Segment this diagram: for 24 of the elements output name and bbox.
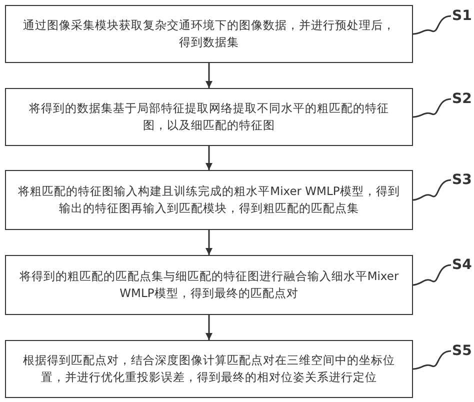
arrow: [206, 63, 212, 88]
process-box: [5, 5, 413, 63]
step-text: 通过图像采集模块获取复杂交通环境下的图像数据，并进行预处理后，得到数据集: [22, 17, 396, 51]
step-label: S4: [452, 257, 472, 273]
leader-line: [412, 98, 452, 118]
leader-line: [412, 264, 452, 286]
leader-line: [412, 179, 452, 201]
step-text: 将粗匹配的特征图输入构建且训练完成的粗水平Mixer WMLP模型，得到输出的特征图再输入到匹配模块，得到粗匹配的匹配点集: [18, 183, 400, 217]
arrow: [206, 146, 212, 170]
step-label: S3: [452, 172, 472, 188]
step-text: 将得到的粗匹配的匹配点集与细匹配的特征图进行融合输入细水平Mixer WMLP模型，得到最终的匹配点对: [18, 268, 400, 302]
leader-line: [412, 15, 452, 35]
process-box: [5, 170, 413, 230]
step-label: S2: [452, 91, 472, 107]
step-label: S1: [452, 8, 472, 24]
process-box: [5, 88, 413, 146]
step-text: 根据得到匹配点对，结合深度图像计算匹配点对在三维空间中的坐标位置，并进行优化重投影误差，得到最终的相对位姿关系进行定位: [22, 352, 396, 386]
step-text: 将得到的数据集基于局部特征提取网络提取不同水平的粗匹配的特征图，以及细匹配的特征图: [28, 100, 390, 134]
leader-line: [412, 350, 452, 370]
arrow: [206, 315, 212, 340]
step-label: S5: [452, 343, 472, 359]
process-box: [5, 340, 413, 398]
arrow: [206, 230, 212, 255]
process-box: [5, 255, 413, 315]
